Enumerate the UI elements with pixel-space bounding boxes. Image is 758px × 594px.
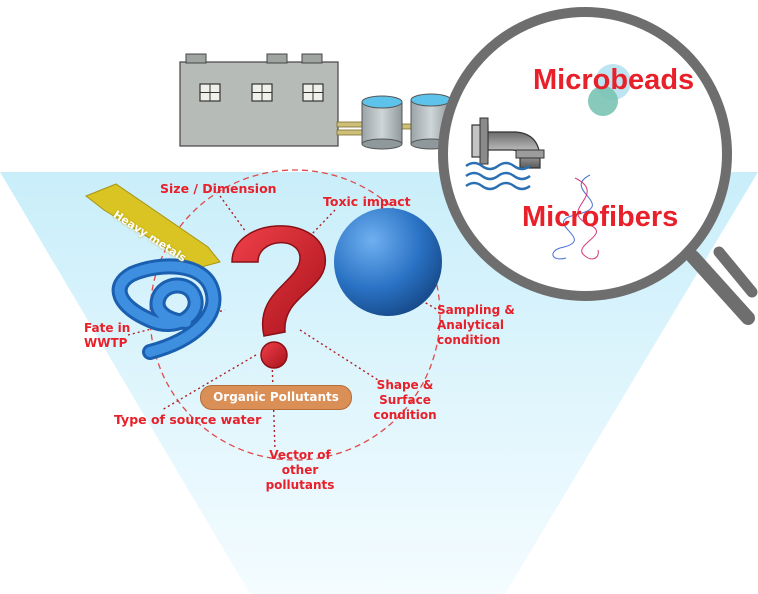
outfall-pipe-icon	[471, 117, 545, 169]
heavy-metals-arrow	[85, 183, 221, 269]
microfibers-icon	[552, 174, 599, 260]
source-water-label: Type of source water	[114, 412, 262, 427]
toxic-impact-label: Toxic impact	[323, 194, 411, 209]
microplastic-sphere-icon	[334, 208, 442, 316]
treatment-plant-icon	[179, 53, 339, 147]
water-waves-icon	[465, 161, 531, 191]
magnifier-icon	[438, 7, 758, 325]
size-dimension-label: Size / Dimension	[160, 181, 277, 196]
sampling-condition-label: Sampling & Analytical condition	[437, 303, 515, 347]
shape-surface-label: Shape & Surface condition	[373, 378, 437, 422]
microbeads-label: Microbeads	[533, 64, 695, 96]
settling-tank-icon	[361, 95, 403, 150]
question-mark-icon	[231, 225, 326, 369]
microbeads-icon	[588, 64, 631, 116]
microfibers-label: Microfibers	[522, 201, 679, 233]
organic-pollutants-pill: Organic Pollutants	[200, 385, 352, 410]
fiber-coil-icon	[111, 258, 222, 360]
fate-wwtp-label: Fate in WWTP	[84, 321, 131, 350]
vector-pollutants-label: Vector of other pollutants	[265, 448, 335, 492]
